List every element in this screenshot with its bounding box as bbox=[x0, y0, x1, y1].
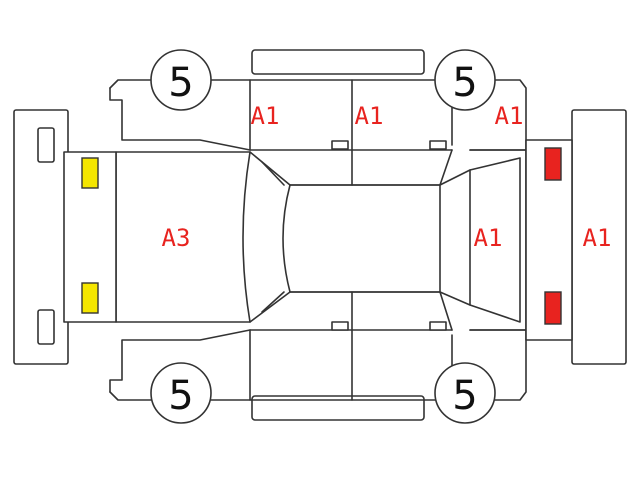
right-rear-door-handle bbox=[331, 321, 349, 331]
svg-text:5: 5 bbox=[452, 60, 477, 106]
tire-rear-left: 5 bbox=[434, 49, 496, 111]
roof-rail-top bbox=[251, 49, 425, 75]
front-light-bottom bbox=[81, 282, 99, 314]
rear-light-bottom bbox=[544, 291, 562, 325]
code-hood: A3 bbox=[162, 224, 191, 252]
svg-text:5: 5 bbox=[168, 373, 193, 419]
left-front-door-handle bbox=[429, 140, 447, 150]
front-bumper-slot-bottom bbox=[37, 309, 55, 345]
code-tailgate: A1 bbox=[474, 224, 503, 252]
code-rear-left-door: A1 bbox=[251, 102, 280, 130]
tire-front-left: 5 bbox=[150, 49, 212, 111]
code-rear-bumper: A1 bbox=[583, 224, 612, 252]
tire-rear-right: 5 bbox=[434, 362, 496, 424]
code-front-left-door: A1 bbox=[355, 102, 384, 130]
svg-text:5: 5 bbox=[168, 60, 193, 106]
roof-rail-bottom bbox=[251, 395, 425, 421]
front-light-top bbox=[81, 157, 99, 189]
code-front-left-fender: A1 bbox=[495, 102, 524, 130]
front-bumper-slot-top bbox=[37, 127, 55, 163]
left-rear-door-handle bbox=[331, 140, 349, 150]
right-front-door-handle bbox=[429, 321, 447, 331]
tire-front-right: 5 bbox=[150, 362, 212, 424]
front-bumper bbox=[13, 109, 69, 365]
rear-light-top bbox=[544, 147, 562, 181]
svg-text:5: 5 bbox=[452, 373, 477, 419]
cabin bbox=[249, 149, 471, 331]
